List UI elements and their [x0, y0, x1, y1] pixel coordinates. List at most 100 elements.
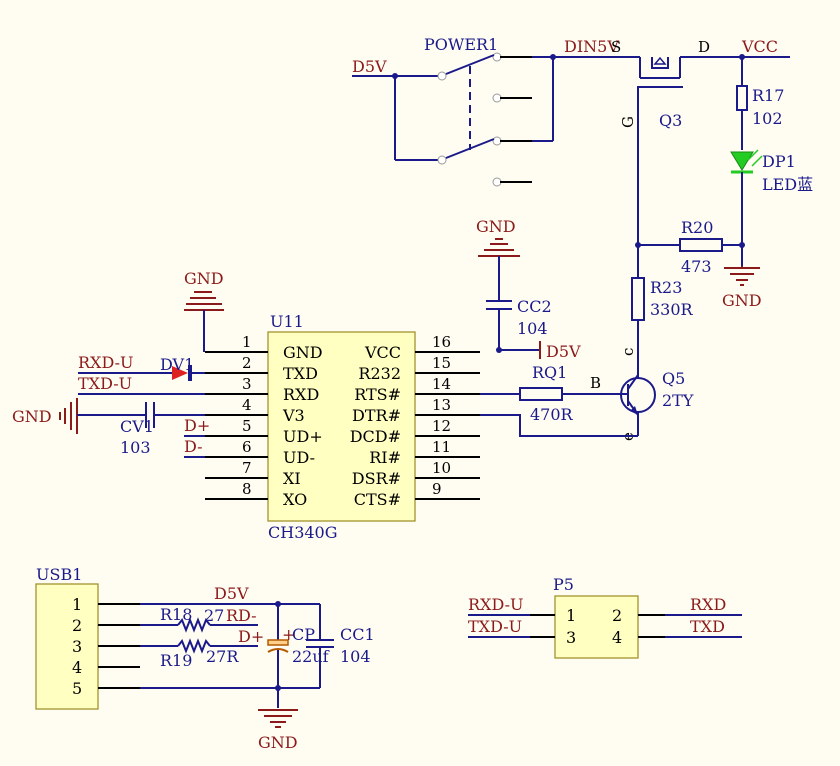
value-cc2: 104: [517, 319, 548, 338]
ref-r18: R18: [160, 605, 192, 624]
net-label-gnd: GND: [184, 269, 224, 288]
net-label-vcc: VCC: [741, 37, 778, 56]
ic-ch340g: U11 CH340G 1 2 3 4 5 6 7 8 GND TXD RXD V…: [205, 312, 480, 542]
led-symbol: [730, 151, 754, 171]
pin-number: 1: [72, 595, 82, 614]
value-rq1: 470R: [530, 405, 574, 424]
value-cc1: 104: [340, 647, 371, 666]
resistor-r19-body: [177, 638, 211, 654]
pin-name: CTS#: [354, 490, 401, 509]
net-label-txd-u: TXD-U: [468, 617, 522, 636]
value-r20: 473: [681, 257, 712, 276]
ref-cc1: CC1: [340, 625, 375, 644]
header-p5: P5 1 2 3 4 RXD-U TXD-U RXD TXD: [468, 575, 742, 659]
pin-name: DSR#: [352, 469, 401, 488]
net-label-d-plus: D+: [238, 627, 264, 646]
pin-name: UD-: [283, 448, 315, 467]
pin-source: S: [611, 38, 621, 56]
ref-p5: P5: [553, 575, 574, 594]
value-r18: 27: [204, 606, 224, 625]
connector-body: [35, 583, 99, 710]
switch-contact: [437, 155, 447, 165]
pin-name: V3: [282, 406, 305, 425]
pin-number: 9: [432, 480, 442, 498]
pin-number: 14: [432, 375, 451, 393]
pin-name: XI: [283, 469, 301, 488]
pin-base: B: [590, 374, 601, 392]
net-label-d5v: D5V: [214, 584, 249, 603]
pin-number: 1: [242, 333, 252, 351]
net-label-d5v: D5V: [546, 342, 581, 361]
led-ray: [747, 149, 759, 161]
switch-contact: [492, 93, 502, 103]
capacitor-cv1: GND CV1 103: [12, 398, 205, 457]
pin-number: 6: [242, 438, 252, 456]
pin-number: 13: [432, 396, 451, 414]
value-dp1: LED蓝: [762, 175, 813, 194]
pin-gate: G: [619, 116, 637, 128]
cp-plus: +: [282, 625, 295, 644]
power-switch: D5V POWER1 DIN5V: [352, 35, 630, 187]
gnd-symbol: GND: [722, 245, 762, 310]
pin-number: 16: [432, 333, 451, 351]
pin-number: 11: [432, 438, 451, 456]
ref-r23: R23: [650, 278, 682, 297]
net-label-gnd: GND: [476, 217, 516, 236]
pin-number: 15: [432, 354, 451, 372]
net-label-dp: D+: [184, 416, 210, 435]
pin-drain: D: [698, 38, 710, 56]
switch-lever: [445, 54, 495, 75]
mosfet-body: [651, 57, 669, 69]
txd-u-net: TXD-U: [78, 374, 205, 395]
pin-name: UD+: [283, 427, 323, 446]
value-r23: 330R: [650, 300, 694, 319]
net-label-din5v: DIN5V: [564, 37, 619, 56]
emitter-arrow: [630, 406, 638, 415]
header-body: [554, 595, 639, 659]
net-label-txd: TXD: [690, 617, 725, 636]
net-label-gnd: GND: [12, 407, 52, 426]
capacitor-plate: [267, 648, 289, 653]
net-label-gnd: GND: [722, 291, 762, 310]
gnd-symbol: GND: [184, 269, 224, 352]
ref-r19: R19: [160, 651, 192, 670]
pin-number: 2: [72, 616, 82, 635]
resistor-rq1: RQ1 470R: [415, 363, 628, 424]
mosfet-arrow: [653, 56, 667, 65]
pin-name: R232: [358, 364, 401, 383]
net-label-rxd-u: RXD-U: [78, 353, 133, 372]
switch-contact: [492, 52, 502, 62]
junction: [392, 73, 398, 79]
switch-contact: [492, 136, 502, 146]
pin-name: TXD: [283, 364, 318, 383]
pin-number: 4: [242, 396, 252, 414]
resistor-r17: R17 102: [736, 57, 784, 150]
ref-q3: Q3: [659, 111, 682, 130]
net-label-txd-u: TXD-U: [78, 374, 132, 393]
resistor-r20: R20 473: [635, 218, 745, 276]
pin-collector: c: [619, 348, 637, 356]
switch-contact: [492, 177, 502, 187]
ref-dp1: DP1: [762, 152, 796, 171]
pin-number: 2: [242, 354, 252, 372]
pin-number: 8: [242, 480, 252, 498]
net-label-gnd: GND: [258, 733, 298, 752]
right-pins: 16 15 14 13 12 11 10 9 VCC R232 RTS# DTR…: [350, 333, 480, 509]
pin-number: 2: [612, 606, 622, 625]
resistor-r18-body: [177, 617, 211, 633]
switch-contact: [437, 71, 447, 81]
ref-rq1: RQ1: [532, 363, 567, 382]
pin-name: GND: [283, 343, 323, 362]
net-label-dm: D-: [184, 437, 203, 456]
value-q5: 2TY: [662, 391, 694, 410]
junction: [275, 601, 281, 607]
ref-cp: CP: [292, 625, 315, 644]
capacitor-plate: [267, 639, 289, 646]
pin-number: 5: [242, 417, 252, 435]
pin-number: 5: [72, 679, 82, 698]
ref-cc2: CC2: [517, 297, 552, 316]
ref-r17: R17: [752, 86, 784, 105]
ref-power1: POWER1: [424, 35, 498, 54]
